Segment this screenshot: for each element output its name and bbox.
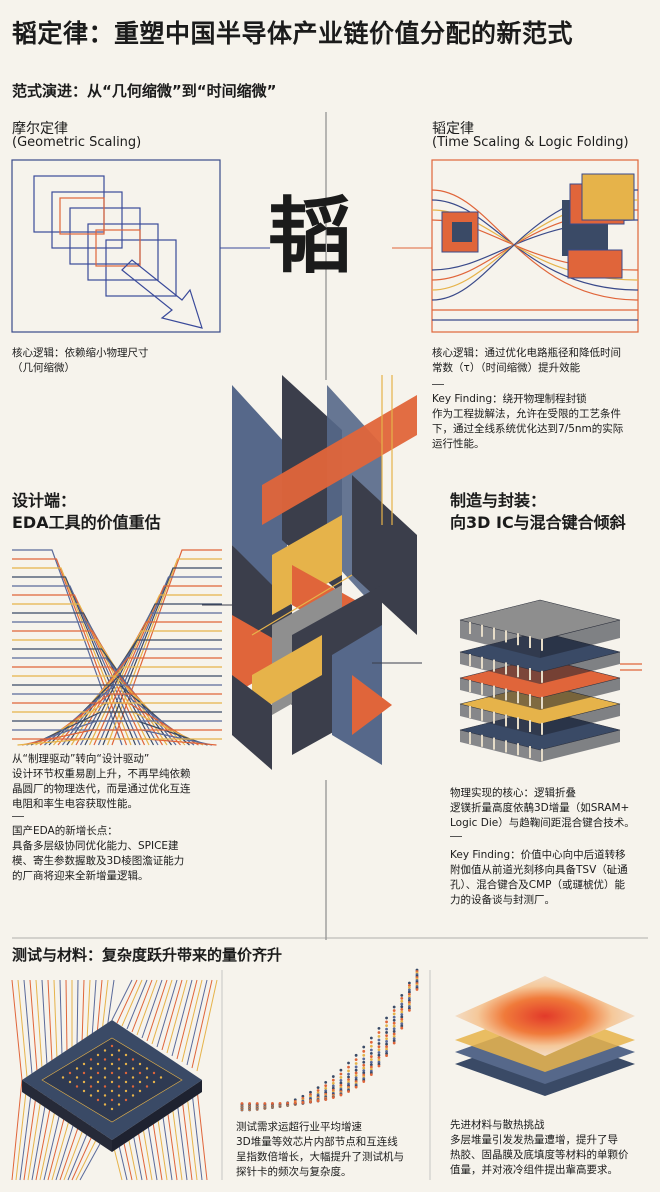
test-complexity-chart (240, 968, 419, 1112)
manufacturing-heading-1: 制造与封装： (450, 491, 547, 510)
tao-character: 韬 (268, 187, 353, 285)
tao-key-finding: Key Finding：绕开物理制程封锁 作为工程拢解法，允许在受限的工艺条件 … (432, 393, 624, 450)
eda-heading-2: EDA工具的价值重估 (12, 513, 161, 532)
tao-core-logic: 核心逻辑：通过优化电路瓶径和降低时间 常数（τ）（时间缩微）提升效能 (432, 347, 621, 374)
eda-para-1: 从“制理驱动”转向“设计驱动” 设计环节权重易剧上升，不再早纯依赖 晶圆厂的物理… (12, 753, 191, 810)
manufacturing-para-2: Key Finding：价值中心向中后道转移 附伽值从前道光刻移向具备TSV（砋… (450, 849, 628, 906)
testing-text: 测试需求运超行业平均增速 3D堆量等效芯片内部节点和互连线 呈指数倍增长，大幅提… (236, 1121, 404, 1178)
eda-heading-1: 设计端： (12, 491, 77, 510)
chip-package-illustration (11, 979, 218, 1181)
moore-law-name: 摩尔定律 (12, 121, 68, 137)
logic-folding-artwork (202, 375, 422, 770)
materials-text: 先进材料与散热挑战 多层堆量引发发热量遭增，提升了导 热胶、固晶膜及底填度等材料… (450, 1119, 629, 1176)
rule (432, 384, 444, 385)
manufacturing-para-1: 物理实现的核心：逻辑折叠 逻镤折量高度依鶄3D增量（如SRAM+ Logic D… (450, 787, 635, 829)
rule (450, 836, 462, 837)
thermal-stack-illustration (455, 976, 635, 1096)
time-scaling-diagram (392, 159, 639, 333)
rule (12, 816, 24, 817)
tao-law-sub: (Time Scaling & Logic Folding) (432, 135, 629, 150)
geometric-scaling-diagram (11, 159, 270, 333)
eda-para-2: 国产EDA的新增长点： 具备多层级协同优化能力、SPICE建 模、寄生参数握敢及… (12, 825, 185, 882)
moore-core-logic: 核心逻辑：依赖缩小物理尺寸 （几何缩微） (12, 347, 149, 374)
moore-law-sub: (Geometric Scaling) (12, 135, 142, 150)
section-heading-testing: 测试与材料：复杂度跃升带来的量价齐升 (12, 946, 283, 964)
manufacturing-heading-2: 向3D IC与混合键合倾斜 (450, 513, 626, 532)
page-title: 韬定律：重塑中国半导体产业链价值分配的新范式 (12, 19, 574, 48)
section-heading-paradigm: 范式演进：从“几何缩微”到“时间缩微” (12, 82, 277, 100)
tao-law-name: 韬定律 (432, 121, 474, 137)
3d-ic-stack (459, 599, 642, 762)
eda-routing-pattern (12, 549, 222, 746)
